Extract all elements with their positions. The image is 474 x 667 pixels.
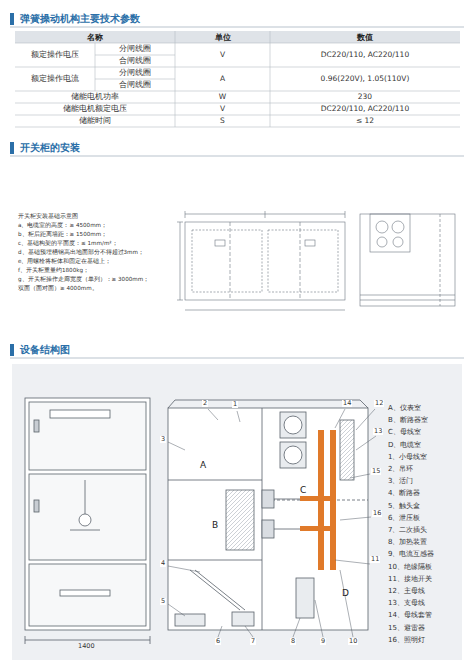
table-header: 数值 [270,33,460,42]
table-cell: V [175,105,270,114]
callout-number: 8 [290,638,296,645]
compartment-letter: D [342,588,349,598]
legend-item: 13、支母线 [388,599,425,607]
table-header: 单位 [175,33,270,42]
note-text: g、开关柜操作走廊宽度（单列）：≥ 3000mm； [18,276,149,282]
legend-item: 3、活门 [388,477,413,485]
table-cell: DC220/110, AC220/110 [270,51,460,60]
table-header: 名称 [15,33,175,42]
note-text: e、用螺栓将柜体和固定在基础上； [18,258,111,264]
table-cell: 230 [270,93,460,102]
legend-item: A、仪表室 [388,404,421,412]
table-cell: V [175,51,270,60]
table-cell: 储能时间 [15,117,175,126]
compartment-letter: B [212,520,218,530]
legend-item: C、母线室 [388,428,421,436]
note-text: 双面（面对面）≥ 4000mm。 [18,285,98,291]
table-cell: 储能电机功率 [15,93,175,102]
callout-number: 3 [160,436,166,443]
legend-item: 9、电流互感器 [388,550,434,558]
legend-item: 11、接地开关 [388,575,432,583]
callout-number: 12 [374,400,384,407]
table-cell: 额定操作电压 [15,51,95,60]
note-text: c、基础构架的平面度：≤ 1mm/m²； [18,240,118,246]
callout-number: 9 [320,638,326,645]
callout-number: 11 [370,556,380,563]
legend-item: 6、泄压板 [388,514,420,522]
table-cell: 合闸线圈 [95,57,175,66]
compartment-letter: C [300,485,306,495]
legend-item: 16、照明灯 [388,636,425,644]
table-cell: A [175,75,270,84]
section-title: 弹簧操动机构主要技术参数 [20,13,140,25]
table-cell: 额定操作电流 [15,75,95,84]
table-cell: 合闸线圈 [95,81,175,90]
legend-item: D、电缆室 [388,441,421,449]
callout-number: 2 [202,400,208,407]
legend-item: 15、避雷器 [388,624,425,632]
legend-item: 4、断路器 [388,489,420,497]
section-title: 开关柜的安装 [20,142,80,154]
note-text: f、开关柜重量约1800kg； [18,267,89,273]
table-cell: W [175,93,270,102]
note-text: a、电缆室的高度：≥ 4500mm； [18,222,107,228]
legend-item: B、断路器室 [388,416,428,424]
note-text: d、基础预埋槽钢高出地面部分不得超过3mm； [18,249,144,255]
callout-number: 14 [342,400,352,407]
dimension: 1400 [78,643,95,650]
legend-item: 2、吊环 [388,465,413,473]
table-cell: ≤ 12 [270,117,460,126]
legend-item: 12、主母线 [388,587,425,595]
note-text: b、柜后距离墙距：≥ 1500mm； [18,231,107,237]
table-cell: 储能电机额定电压 [15,105,175,114]
table-cell: 0.96(220V), 1.05(110V) [270,75,460,84]
callout-number: 6 [215,638,221,645]
section-title: 设备结构图 [20,344,70,356]
legend-item: 1、小母线室 [388,453,427,461]
table-cell: S [175,117,270,126]
legend-item: 7、二次插头 [388,526,427,534]
table-cell: DC220/110, AC220/110 [270,105,460,114]
callout-number: 16 [372,510,382,517]
table-cell: 分闸线圈 [95,45,175,54]
legend-item: 8、加热装置 [388,538,427,546]
callout-number: 7 [250,638,256,645]
callout-number: 5 [160,598,166,605]
callout-number: 1 [232,401,238,408]
legend-item: 10、绝缘隔板 [388,563,432,571]
note-text: 开关柜安装基础示意图 [18,212,78,219]
compartment-letter: A [200,460,206,470]
callout-number: 10 [348,638,358,645]
table-cell: 分闸线圈 [95,69,175,78]
callout-number: 13 [373,428,383,435]
callout-number: 15 [371,468,381,475]
legend-item: 5、触头盒 [388,502,420,510]
legend-item: 14、母线套管 [388,611,432,619]
callout-number: 4 [160,560,166,567]
